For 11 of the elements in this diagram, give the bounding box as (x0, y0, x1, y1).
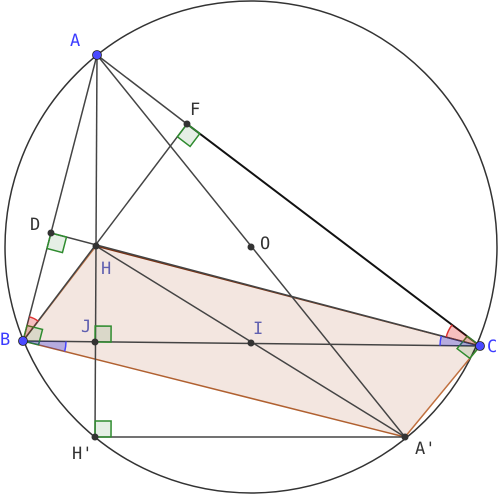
point-label: B (0, 332, 10, 349)
point-label: F (190, 102, 200, 119)
point-label: H (101, 261, 112, 278)
point-label: O (260, 236, 270, 253)
point-label: A (70, 33, 80, 50)
point-label: D (30, 217, 40, 234)
point-label: A' (415, 441, 436, 458)
point-label: H' (72, 446, 92, 463)
point-label: C (487, 339, 498, 356)
point-label: J (81, 319, 92, 336)
point-label: I (253, 321, 264, 338)
